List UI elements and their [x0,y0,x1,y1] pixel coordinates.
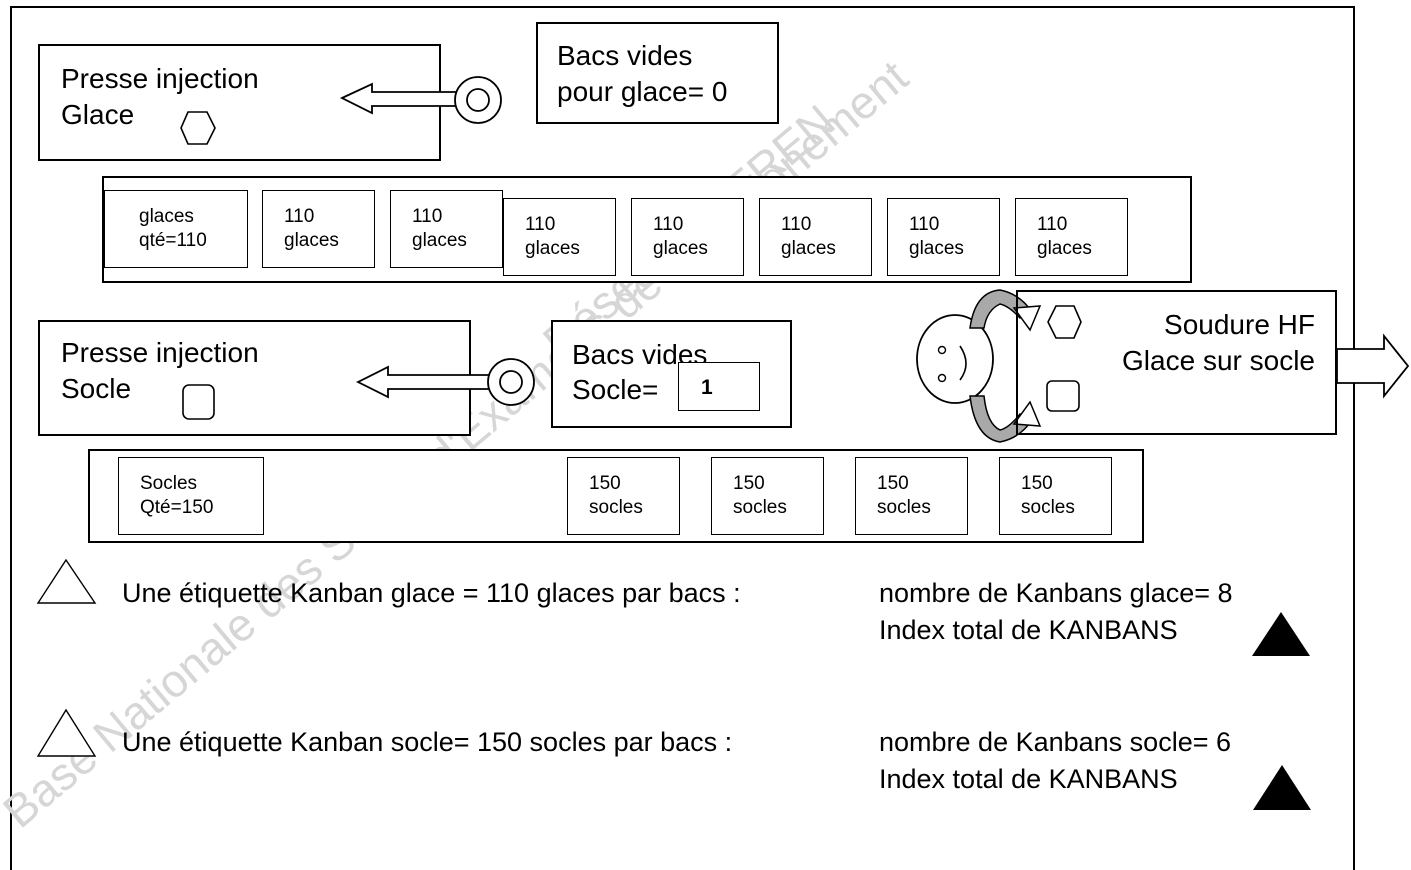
glace-card-qty: 110 [525,214,556,235]
legend-socle-count: nombre de Kanbans socle= 6 [879,727,1231,757]
soudure-line1: Soudure HF [1164,309,1315,340]
legend-socle-index: Index total de KANBANS [879,764,1178,794]
square-socle-icon [1046,380,1080,412]
hollow-arrow-left-icon [339,82,457,115]
socle-card: 150 socles [567,457,680,535]
socle-card-qty: 150 [1021,473,1053,494]
legend-glace-index: Index total de KANBANS [879,615,1178,645]
socle-card-first: Socles Qté=150 [118,457,264,535]
hexagon-glace-icon [180,111,216,145]
legend-glace-text: Une étiquette Kanban glace = 110 glaces … [122,578,741,608]
bacs-glace-box: Bacs vides pour glace= 0 [536,22,779,124]
glace-card-qty: 110 [284,206,315,227]
glace-card-first-line2: qté=110 [139,230,207,251]
socle-card-qty: 150 [589,473,621,494]
glace-card-first-line1: glaces [139,206,194,227]
socle-card-unit: socles [733,497,787,518]
bacs-socle-value: 1 [701,376,713,399]
glace-card-unit: glaces [525,238,580,259]
hollow-arrow-left-icon [355,365,491,399]
hexagon-glace-icon [1047,305,1082,339]
glace-card-first: glaces qté=110 [104,190,248,268]
glace-card-qty: 110 [412,206,443,227]
press-glace-line1: Presse injection [61,63,259,94]
glace-card-unit: glaces [653,238,708,259]
hollow-arrow-right-icon [1336,333,1410,399]
curved-arrow-top-head-icon [1012,305,1042,332]
triangle-outline-icon [36,558,97,604]
socle-card-unit: socles [877,497,931,518]
bacs-socle-line2: Socle= [572,374,659,405]
bacs-socle-value-box: 1 [678,362,760,411]
glace-card: 110 glaces [262,190,375,268]
glace-card-unit: glaces [909,238,964,259]
press-glace-line2: Glace [61,99,135,130]
press-socle-line1: Presse injection [61,337,259,368]
frame-right-border [1353,6,1355,870]
glace-card: 110 glaces [1015,198,1128,276]
socle-card-qty: 150 [733,473,765,494]
glace-card-unit: glaces [412,230,467,251]
triangle-filled-icon [1252,612,1310,656]
kanban-post-icon [487,358,535,406]
socle-card: 150 socles [999,457,1112,535]
frame-top-border [10,6,1355,8]
glace-card-qty: 110 [1037,214,1068,235]
socle-card: 150 socles [855,457,968,535]
glace-card-unit: glaces [1037,238,1092,259]
bacs-glace-line2: pour glace= 0 [557,76,728,107]
kanban-post-icon [454,76,502,124]
glace-card: 110 glaces [759,198,872,276]
bacs-glace-line1: Bacs vides [557,40,693,71]
glace-card-qty: 110 [909,214,940,235]
socle-card-unit: socles [1021,497,1075,518]
soudure-line2: Glace sur socle [1122,345,1315,376]
square-socle-icon [182,384,215,420]
glace-card-unit: glaces [284,230,339,251]
legend-socle-text: Une étiquette Kanban socle= 150 socles p… [122,727,733,757]
glace-card: 110 glaces [390,190,503,268]
legend-glace-count: nombre de Kanbans glace= 8 [879,578,1233,608]
glace-card: 110 glaces [503,198,616,276]
glace-card-qty: 110 [781,214,812,235]
triangle-filled-icon [1253,765,1311,810]
socle-card-first-line2: Qté=150 [140,497,214,518]
curved-arrow-bottom-head-icon [1012,400,1042,427]
frame-left-border [10,6,12,870]
glace-card-unit: glaces [781,238,836,259]
glace-card: 110 glaces [887,198,1000,276]
glace-card-qty: 110 [653,214,684,235]
socle-card-first-line1: Socles [140,473,198,494]
glace-card: 110 glaces [631,198,744,276]
socle-card: 150 socles [711,457,824,535]
soudure-box: Soudure HF Glace sur socle [1017,290,1337,435]
press-glace-box: Presse injection Glace [38,44,441,161]
triangle-outline-icon [36,708,97,757]
socle-card-unit: socles [589,497,643,518]
socle-card-qty: 150 [877,473,909,494]
press-socle-line2: Socle [61,373,132,404]
operator-smiley-icon [916,314,994,404]
